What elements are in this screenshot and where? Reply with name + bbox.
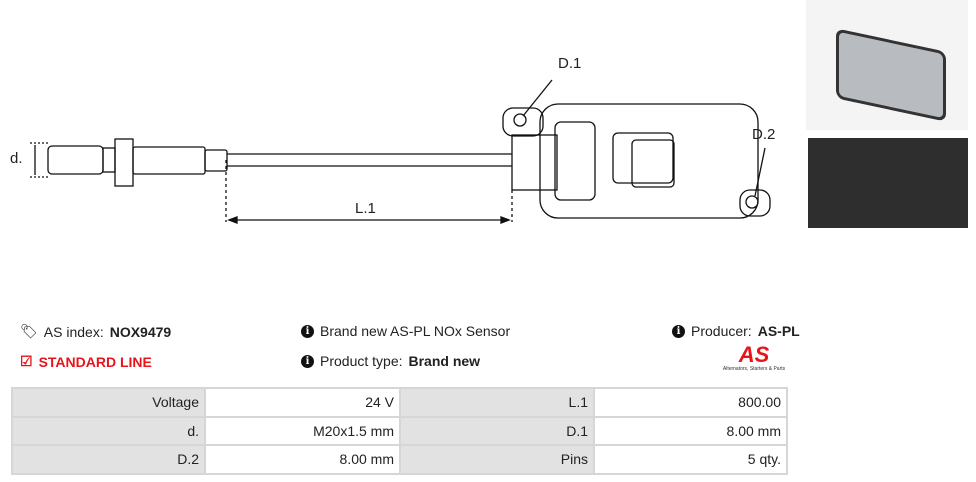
- specs-table: Voltage 24 V L.1 800.00 d. M20x1.5 mm D.…: [11, 387, 788, 475]
- info-icon: i: [301, 324, 314, 338]
- table-row: d. M20x1.5 mm D.1 8.00 mm: [11, 415, 788, 446]
- spec-label: d.: [11, 415, 206, 446]
- product-type: i Product type: Brand new: [301, 353, 480, 369]
- line-label: STANDARD LINE: [38, 353, 152, 370]
- product-photo[interactable]: [806, 0, 968, 130]
- table-row: Voltage 24 V L.1 800.00: [11, 387, 788, 418]
- as-index-label: AS index:: [43, 323, 104, 340]
- table-row: D.2 8.00 mm Pins 5 qty.: [11, 444, 788, 475]
- spec-value: 24 V: [204, 387, 401, 418]
- spec-value: 8.00 mm: [593, 415, 788, 446]
- label-d: d.: [10, 150, 23, 167]
- description-text: Brand new AS-PL NOx Sensor: [320, 323, 511, 339]
- info-icon: i: [301, 354, 314, 368]
- logo-text: AS: [738, 342, 770, 367]
- description: i Brand new AS-PL NOx Sensor: [301, 323, 510, 339]
- spec-label: D.1: [399, 415, 595, 446]
- as-pl-logo: AS Alternators, Starters & Parts: [715, 342, 793, 373]
- spec-label: Voltage: [11, 387, 206, 418]
- producer-value: AS-PL: [757, 323, 800, 339]
- label-l1: L.1: [355, 200, 376, 217]
- producer: i Producer: AS-PL: [672, 323, 800, 339]
- as-index: 🏷︎ AS index: NOX9479: [20, 323, 171, 340]
- info-icon: i: [672, 324, 685, 338]
- product-type-label: Product type:: [320, 353, 403, 369]
- spec-value: M20x1.5 mm: [204, 415, 401, 446]
- spec-value: 5 qty.: [593, 444, 788, 475]
- as-index-value: NOX9479: [109, 323, 172, 340]
- standard-line: ☑ STANDARD LINE: [20, 353, 152, 370]
- logo-tagline: Alternators, Starters & Parts: [722, 366, 786, 372]
- product-type-value: Brand new: [408, 353, 481, 369]
- connector-photo[interactable]: [808, 138, 968, 228]
- producer-label: Producer:: [691, 323, 752, 339]
- tags-icon: 🏷︎: [20, 323, 38, 339]
- spec-value: 800.00: [593, 387, 788, 418]
- label-d2: D.2: [752, 126, 776, 143]
- checkbox-icon: ☑: [20, 353, 33, 369]
- spec-value: 8.00 mm: [204, 444, 401, 475]
- spec-label: D.2: [11, 444, 206, 475]
- label-d1: D.1: [558, 55, 582, 72]
- spec-label: Pins: [399, 444, 595, 475]
- spec-label: L.1: [399, 387, 595, 418]
- sensor-dimension-diagram: [30, 79, 771, 224]
